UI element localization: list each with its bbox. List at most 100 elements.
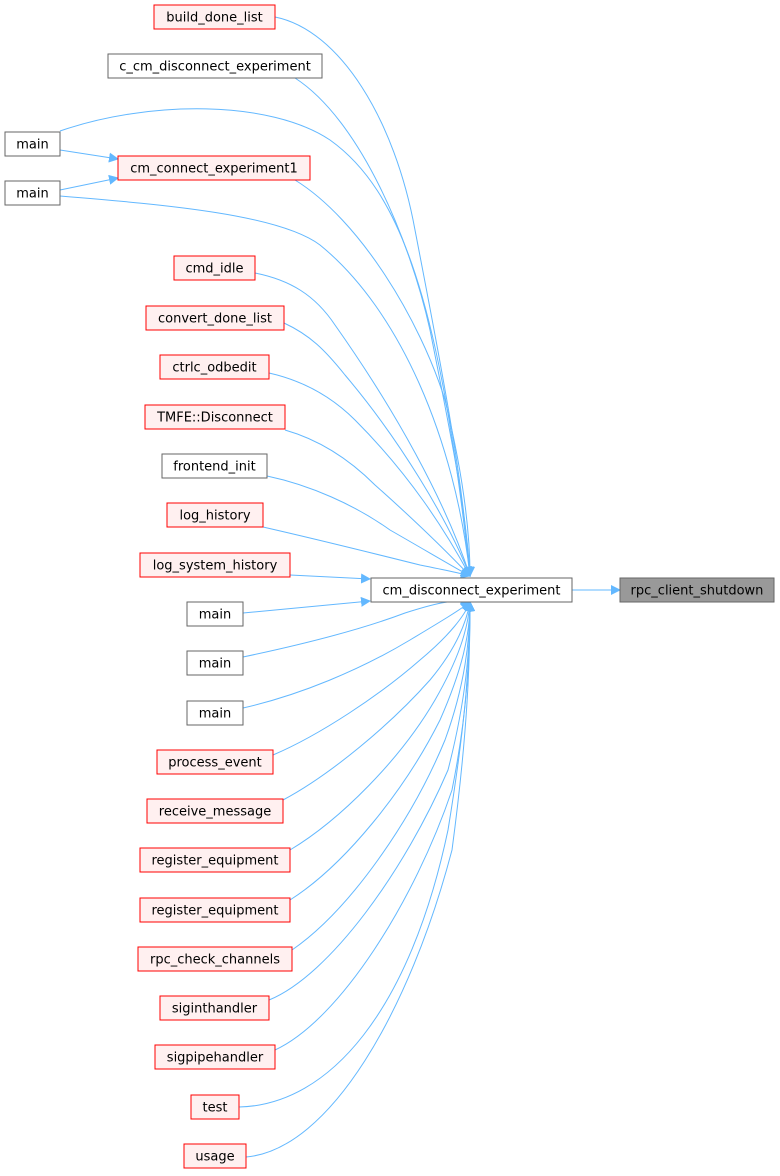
- caller-node-box: [146, 798, 284, 824]
- call-edge: [294, 77, 475, 577]
- caller-node-box: [161, 453, 268, 479]
- call-edge: [242, 594, 471, 658]
- call-edge: [289, 601, 475, 901]
- caller-node[interactable]: log_system_history: [139, 552, 291, 578]
- caller-node-label: main: [199, 608, 231, 623]
- target-node: cm_disconnect_experiment: [370, 577, 573, 603]
- caller-node[interactable]: TMFE::Disconnect: [144, 404, 286, 430]
- call-edge: [272, 601, 472, 756]
- call-edge: [294, 179, 475, 577]
- call-edge: [282, 601, 474, 801]
- caller-node-label: log_system_history: [153, 559, 278, 574]
- call-edge: [59, 174, 119, 191]
- caller-node-box: [186, 700, 244, 726]
- caller-node-box: [183, 1143, 247, 1169]
- caller-node[interactable]: siginthandler: [159, 995, 270, 1021]
- focus-node-label: rpc_client_shutdown: [631, 584, 764, 599]
- caller-node-box: [159, 354, 270, 380]
- caller-node-label: build_done_list: [166, 11, 263, 26]
- caller-node-box: [186, 601, 244, 627]
- caller-node-label: register_equipment: [152, 904, 279, 919]
- caller-node[interactable]: usage: [183, 1143, 247, 1169]
- caller-node-box: [156, 749, 274, 775]
- call-edge: [274, 601, 475, 1051]
- caller-node-box: [173, 255, 256, 281]
- caller-node-label: ctrlc_odbedit: [172, 361, 256, 376]
- caller-node-label: sigpipehandler: [167, 1051, 264, 1066]
- caller-node: main: [186, 601, 244, 627]
- caller-node[interactable]: convert_done_list: [145, 305, 285, 331]
- caller-node-label: register_equipment: [152, 854, 279, 869]
- call-edge: [289, 573, 371, 584]
- caller-node[interactable]: test: [190, 1094, 240, 1120]
- edges: [59, 16, 621, 1158]
- caller-node-box: [107, 53, 323, 79]
- caller-node-box: [139, 847, 291, 873]
- call-edge: [268, 372, 471, 577]
- caller-node[interactable]: register_equipment: [139, 847, 291, 873]
- caller-node-box: [139, 552, 291, 578]
- caller-node-label: main: [16, 138, 48, 153]
- caller-node-label: main: [16, 187, 48, 202]
- caller-node-box: [144, 404, 286, 430]
- caller-node-label: TMFE::Disconnect: [156, 411, 273, 426]
- caller-node[interactable]: process_event: [156, 749, 274, 775]
- caller-node[interactable]: ctrlc_odbedit: [159, 354, 270, 380]
- caller-node-box: [159, 995, 270, 1021]
- caller-node[interactable]: register_equipment: [139, 897, 291, 923]
- caller-node-box: [137, 946, 293, 972]
- caller-node-label: process_event: [168, 756, 261, 771]
- caller-node: main: [186, 700, 244, 726]
- call-edge: [266, 475, 471, 577]
- caller-node-label: usage: [195, 1150, 234, 1165]
- caller-node-box: [190, 1094, 240, 1120]
- call-edge: [262, 526, 471, 579]
- caller-node-box: [186, 650, 244, 676]
- caller-node-label: rpc_check_channels: [150, 953, 280, 968]
- focus-node: rpc_client_shutdown: [619, 577, 775, 603]
- caller-node-label: main: [199, 707, 231, 722]
- caller-node: main: [4, 180, 61, 206]
- call-edge: [284, 429, 471, 577]
- caller-node-label: convert_done_list: [158, 312, 272, 327]
- caller-node[interactable]: receive_message: [146, 798, 284, 824]
- call-edge: [254, 272, 472, 577]
- caller-node-label: frontend_init: [173, 460, 255, 475]
- focus-node-box: [619, 577, 775, 603]
- caller-node-box: [154, 1044, 276, 1070]
- call-edge: [283, 322, 472, 577]
- caller-node-label: main: [199, 657, 231, 672]
- caller-node[interactable]: cm_connect_experiment1: [117, 155, 311, 181]
- call-edge: [59, 108, 474, 577]
- caller-node-label: test: [203, 1101, 228, 1116]
- nodes: build_done_list c_cm_disconnect_experimen…: [4, 4, 775, 1169]
- call-edge: [289, 601, 475, 851]
- caller-node: main: [186, 650, 244, 676]
- caller-node-box: [4, 180, 61, 206]
- caller-node-box: [166, 502, 264, 528]
- call-edge: [274, 16, 475, 577]
- call-edge: [242, 596, 371, 614]
- caller-node-box: [4, 131, 61, 157]
- caller-node[interactable]: log_history: [166, 502, 264, 528]
- caller-node[interactable]: build_done_list: [153, 4, 276, 30]
- caller-node[interactable]: cmd_idle: [173, 255, 256, 281]
- caller-node-box: [145, 305, 285, 331]
- caller-node-box: [117, 155, 311, 181]
- target-node-box: [370, 577, 573, 603]
- caller-node-label: c_cm_disconnect_experiment: [119, 60, 311, 75]
- call-edge: [238, 601, 475, 1108]
- caller-node[interactable]: sigpipehandler: [154, 1044, 276, 1070]
- caller-node-box: [153, 4, 276, 30]
- call-edge: [242, 601, 471, 709]
- caller-node: c_cm_disconnect_experiment: [107, 53, 323, 79]
- target-node-label: cm_disconnect_experiment: [383, 584, 561, 599]
- caller-node: main: [4, 131, 61, 157]
- caller-node-label: cm_connect_experiment1: [130, 162, 298, 177]
- caller-node-label: siginthandler: [172, 1002, 258, 1017]
- caller-node-label: log_history: [179, 509, 250, 524]
- caller-node: frontend_init: [161, 453, 268, 479]
- caller-node-label: cmd_idle: [185, 262, 243, 277]
- caller-node-box: [139, 897, 291, 923]
- caller-node[interactable]: rpc_check_channels: [137, 946, 293, 972]
